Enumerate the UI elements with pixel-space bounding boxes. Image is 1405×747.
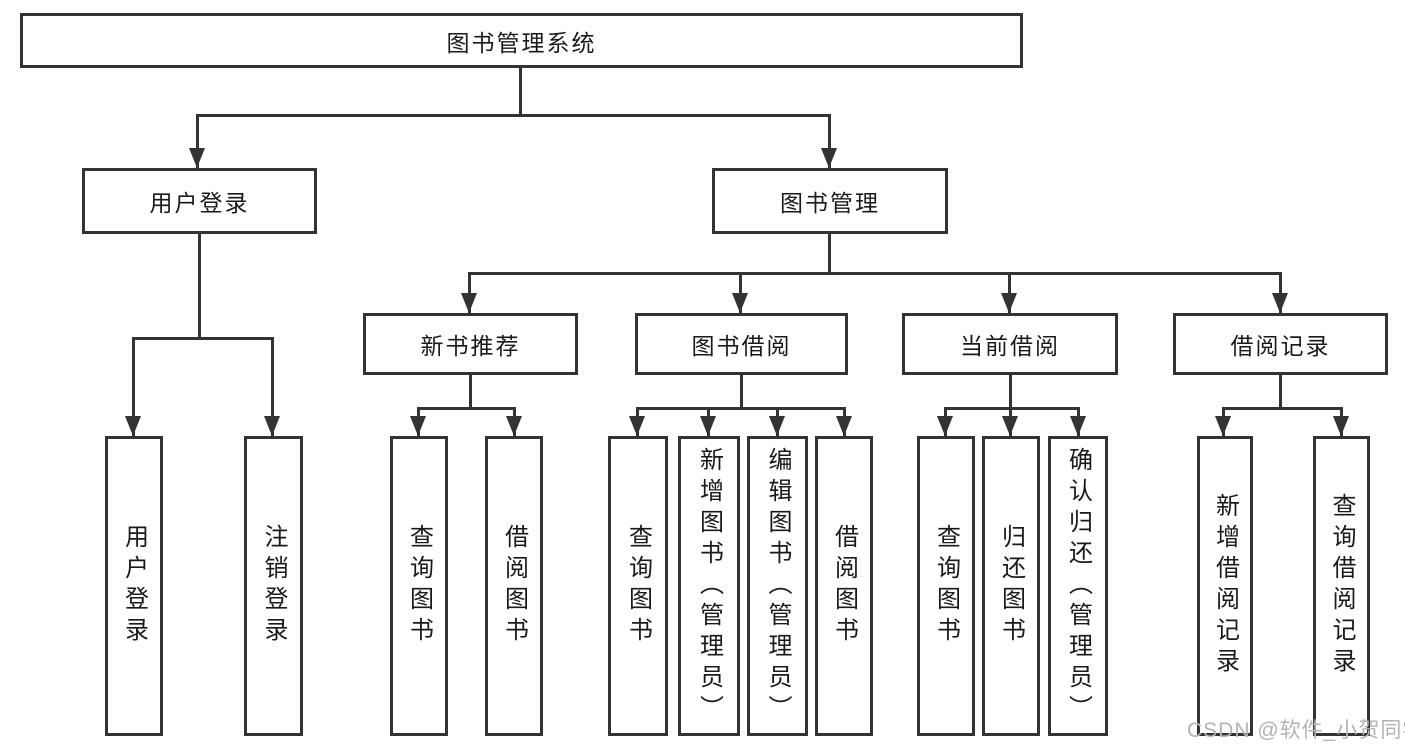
arrow-down-icon xyxy=(629,416,645,436)
node-label: 确认归还（管理员） xyxy=(1064,446,1092,726)
node-leaf-logout: 注销登录 xyxy=(244,436,303,736)
node-leaf-confirm-return-admin: 确认归还（管理员） xyxy=(1048,436,1108,736)
node-leaf-edit-book-admin: 编辑图书（管理员） xyxy=(747,436,808,736)
arrow-down-icon xyxy=(1002,416,1018,436)
arrow-down-icon xyxy=(769,416,785,436)
connector-line xyxy=(637,407,845,410)
node-leaf-add-borrow-record: 新增借阅记录 xyxy=(1197,436,1253,736)
connector-line xyxy=(1223,407,1342,410)
arrow-down-icon xyxy=(506,416,522,436)
arrow-down-icon xyxy=(1272,293,1288,313)
node-label: 用户登录 xyxy=(149,190,250,216)
node-leaf-query-books-1: 查询图书 xyxy=(390,436,448,736)
node-borrow-records: 借阅记录 xyxy=(1173,313,1388,375)
connector-line xyxy=(198,232,201,339)
connector-line xyxy=(468,272,471,313)
node-leaf-user-login: 用户登录 xyxy=(105,436,163,736)
connector-line xyxy=(132,337,135,436)
connector-line xyxy=(197,114,831,117)
arrow-down-icon xyxy=(461,293,477,313)
connector-line xyxy=(271,337,274,436)
node-new-book-recommend: 新书推荐 xyxy=(363,313,578,375)
arrow-down-icon xyxy=(821,148,837,168)
node-label: 查询借阅记录 xyxy=(1328,493,1355,679)
arrow-down-icon xyxy=(264,416,280,436)
node-label: 归还图书 xyxy=(997,524,1025,648)
node-label: 借阅记录 xyxy=(1230,333,1331,359)
node-label: 借阅图书 xyxy=(830,524,858,648)
node-label: 借阅图书 xyxy=(500,524,528,648)
arrow-down-icon xyxy=(189,148,205,168)
connector-line xyxy=(828,232,831,275)
watermark: CSDN @软件_小贺同学 xyxy=(1187,719,1405,742)
connector-line xyxy=(739,272,742,313)
connector-line xyxy=(469,373,472,410)
arrow-down-icon xyxy=(732,293,748,313)
connector-line xyxy=(196,114,199,168)
node-label: 新书推荐 xyxy=(420,333,521,359)
connector-line xyxy=(469,272,1281,275)
node-leaf-query-books-2: 查询图书 xyxy=(608,436,668,736)
connector-line xyxy=(945,407,1079,410)
node-label: 新增借阅记录 xyxy=(1211,493,1239,679)
connector-line xyxy=(1008,272,1011,313)
node-root: 图书管理系统 xyxy=(20,13,1023,68)
arrow-down-icon xyxy=(1001,293,1017,313)
node-label: 新增图书（管理员） xyxy=(695,446,723,726)
node-label: 用户登录 xyxy=(120,524,148,648)
node-leaf-borrow-books-2: 借阅图书 xyxy=(815,436,873,736)
node-book-borrow: 图书借阅 xyxy=(635,313,848,375)
node-current-borrow: 当前借阅 xyxy=(902,313,1118,375)
node-label: 查询图书 xyxy=(405,524,433,648)
node-label: 编辑图书（管理员） xyxy=(764,446,791,726)
arrow-down-icon xyxy=(836,416,852,436)
arrow-down-icon xyxy=(1215,416,1231,436)
connector-line xyxy=(1279,373,1282,410)
node-leaf-borrow-books-1: 借阅图书 xyxy=(485,436,543,736)
node-leaf-add-book-admin: 新增图书（管理员） xyxy=(678,436,740,736)
node-leaf-query-borrow-record: 查询借阅记录 xyxy=(1313,436,1370,736)
node-label: 注销登录 xyxy=(260,524,287,648)
node-user-login: 用户登录 xyxy=(82,168,317,234)
node-leaf-query-books-3: 查询图书 xyxy=(917,436,975,736)
arrow-down-icon xyxy=(1070,416,1086,436)
node-label: 图书管理系统 xyxy=(446,29,597,56)
node-book-management: 图书管理 xyxy=(712,168,948,234)
node-label: 图书借阅 xyxy=(691,333,792,359)
connector-line xyxy=(418,407,515,410)
node-label: 查询图书 xyxy=(624,524,652,648)
node-label: 查询图书 xyxy=(932,524,960,648)
arrow-down-icon xyxy=(700,416,716,436)
node-leaf-return-books: 归还图书 xyxy=(982,436,1040,736)
node-label: 图书管理 xyxy=(780,190,880,216)
node-label: 当前借阅 xyxy=(960,333,1060,359)
connector-line xyxy=(1279,272,1282,313)
arrow-down-icon xyxy=(1333,416,1349,436)
arrow-down-icon xyxy=(937,416,953,436)
connector-line xyxy=(828,114,831,168)
connector-line xyxy=(1009,373,1012,410)
connector-line xyxy=(519,66,522,117)
arrow-down-icon xyxy=(125,416,141,436)
arrow-down-icon xyxy=(410,416,426,436)
connector-line xyxy=(740,373,743,410)
connector-line xyxy=(133,337,273,340)
